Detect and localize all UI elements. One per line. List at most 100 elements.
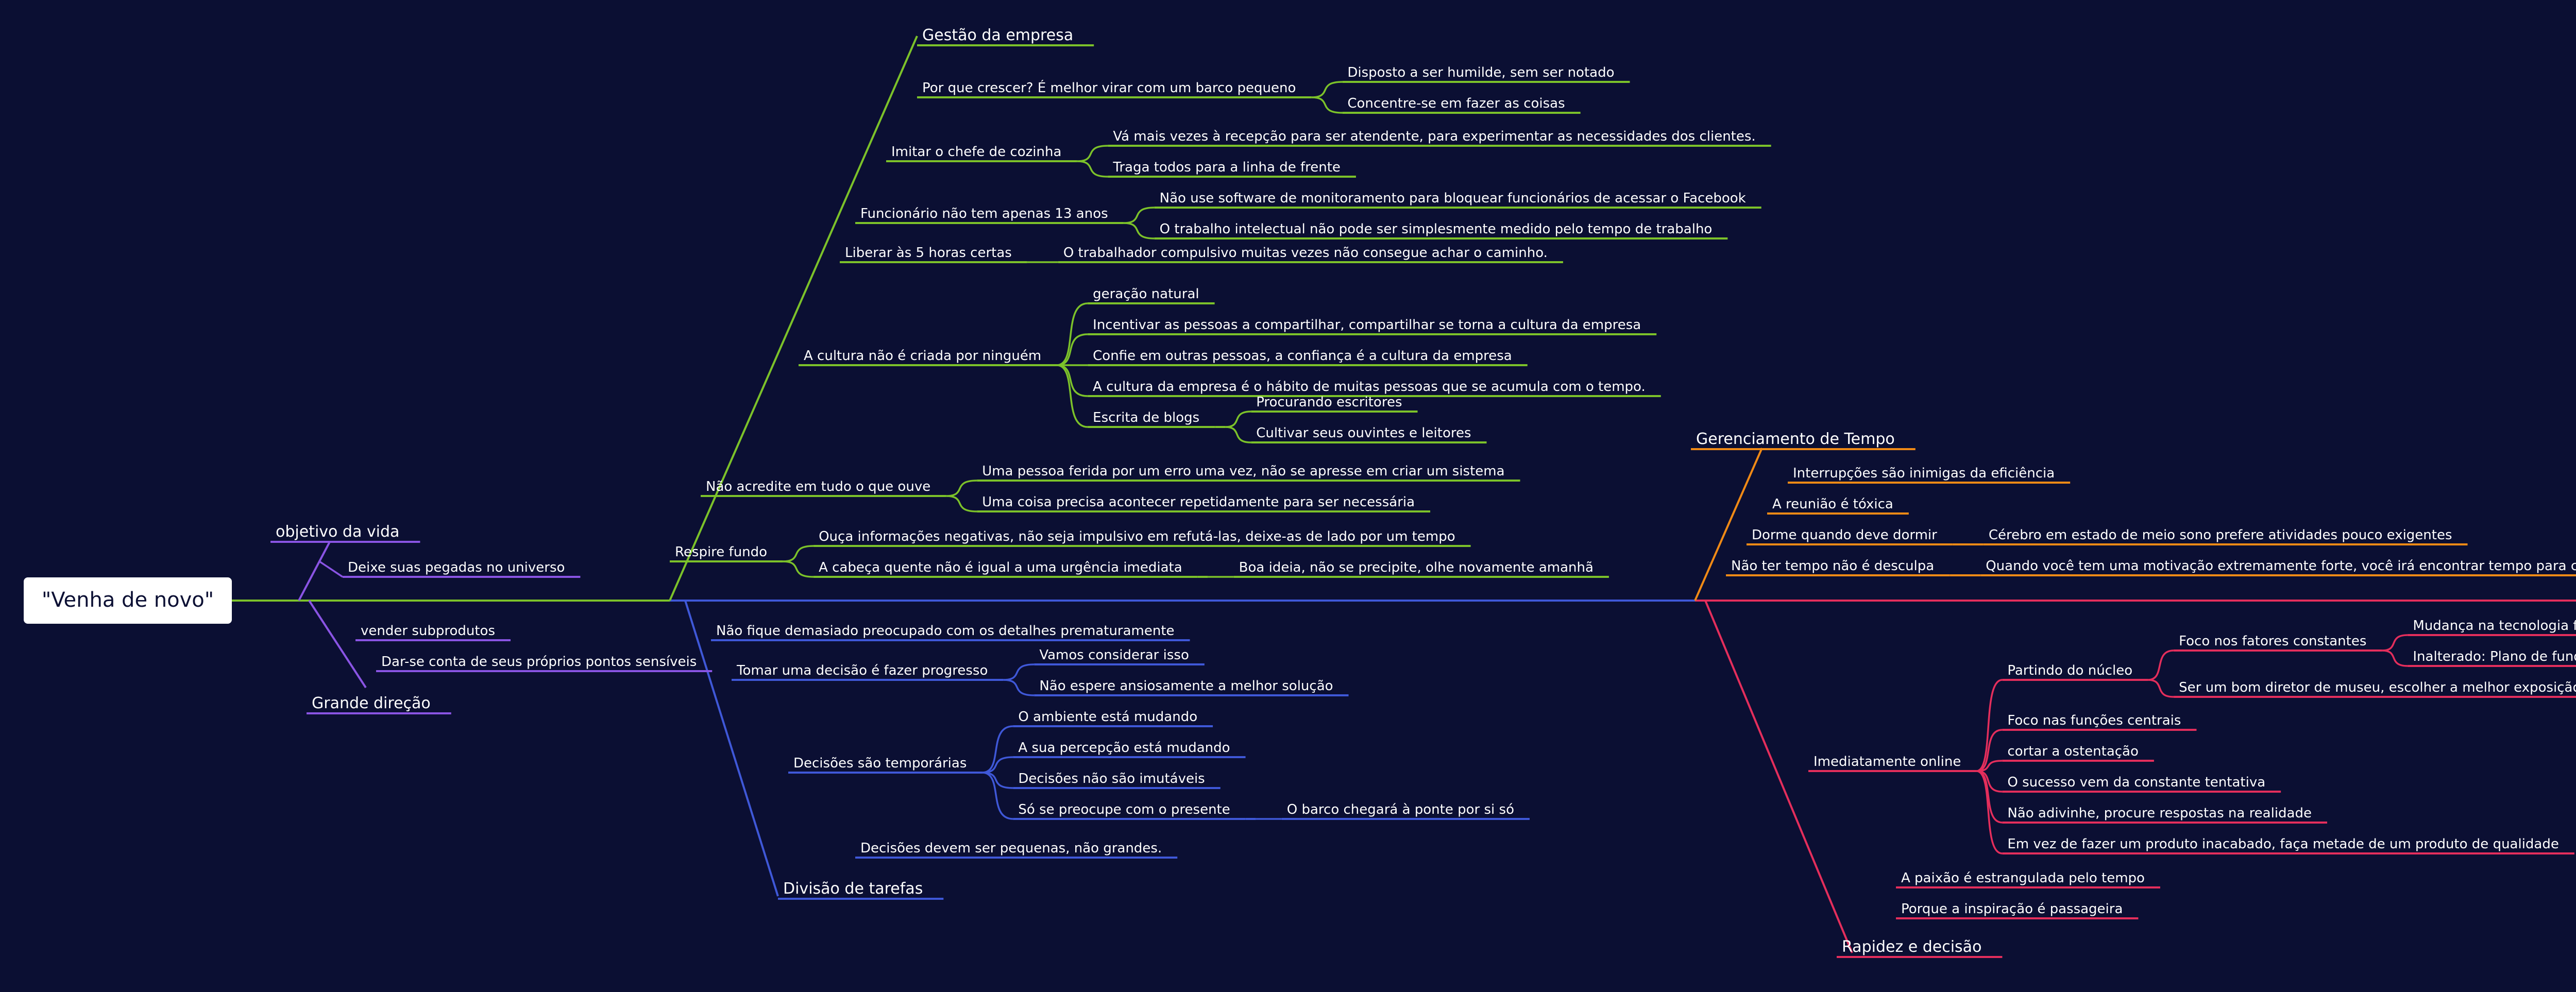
- branch-title-node[interactable]: objetivo da vida: [270, 523, 420, 543]
- topic-node[interactable]: Dorme quando deve dormir: [1747, 527, 1953, 545]
- topic-node[interactable]: Não use software de monitoramento para b…: [1154, 191, 1761, 209]
- topic-node[interactable]: Não fique demasiado preocupado com os de…: [711, 623, 1190, 641]
- branch-title: Divisão de tarefas: [783, 880, 923, 898]
- topic-node[interactable]: Não acredite em tudo o que ouve: [701, 479, 946, 497]
- branch-title-node[interactable]: Divisão de tarefas: [778, 880, 944, 900]
- topic-node[interactable]: Incentivar as pessoas a compartilhar, co…: [1088, 317, 1657, 335]
- topic-label: Foco nas funções centrais: [2007, 713, 2181, 728]
- topic-node[interactable]: Decisões são temporárias: [788, 756, 982, 774]
- topic-label: Funcionário não tem apenas 13 anos: [860, 206, 1108, 221]
- topic-node[interactable]: Não espere ansiosamente a melhor solução: [1034, 678, 1349, 696]
- topic-node[interactable]: Imitar o chefe de cozinha: [886, 144, 1077, 162]
- branch-title-node[interactable]: Gestão da empresa: [917, 26, 1094, 46]
- topic-node[interactable]: vender subprodutos: [355, 623, 511, 641]
- topic-node[interactable]: O trabalhador compulsivo muitas vezes nã…: [1058, 245, 1563, 263]
- topic-node[interactable]: Concentre-se em fazer as coisas: [1342, 96, 1581, 114]
- topic-node[interactable]: Traga todos para a linha de frente: [1108, 160, 1356, 178]
- topic-node[interactable]: Partindo do núcleo: [2002, 663, 2148, 681]
- topic-node[interactable]: O barco chegará à ponte por si só: [1281, 802, 1530, 820]
- topic-node[interactable]: Em vez de fazer um produto inacabado, fa…: [2002, 836, 2574, 854]
- connector: [1311, 96, 1343, 114]
- topic-node[interactable]: Só se preocupe com o presente: [1013, 802, 1246, 820]
- topic-node[interactable]: Decisões não são imutáveis: [1013, 771, 1221, 789]
- topic-node[interactable]: Decisões devem ser pequenas, não grandes…: [855, 841, 1178, 859]
- connector: [1976, 729, 2003, 772]
- branch-title-node[interactable]: Grande direção: [307, 694, 451, 714]
- topic-node[interactable]: Cultivar seus ouvintes e leitores: [1251, 425, 1487, 443]
- topic-node[interactable]: Vá mais vezes à recepção para ser atende…: [1108, 129, 1771, 147]
- topic-node[interactable]: A reunião é tóxica: [1767, 497, 1909, 515]
- topic-node[interactable]: Disposto a ser humilde, sem ser notado: [1342, 65, 1630, 83]
- topic-node[interactable]: O ambiente está mudando: [1013, 709, 1213, 727]
- topic-node[interactable]: A cultura da empresa é o hábito de muita…: [1088, 379, 1661, 397]
- topic-node[interactable]: Procurando escritores: [1251, 395, 1418, 413]
- topic-label: Não espere ansiosamente a melhor solução: [1039, 678, 1333, 694]
- branch-trunk: [298, 541, 331, 601]
- branch-trunk: [669, 36, 918, 601]
- topic-node[interactable]: Dar-se conta de seus próprios pontos sen…: [376, 654, 713, 672]
- topic-label: Uma pessoa ferida por um erro uma vez, n…: [982, 464, 1504, 479]
- topic-label: Traga todos para a linha de frente: [1112, 160, 1341, 175]
- topic-node[interactable]: Quando você tem uma motivação extremamen…: [1980, 558, 2576, 576]
- topic-node[interactable]: Respire fundo: [670, 544, 783, 562]
- connector: [2382, 649, 2408, 667]
- topic-node[interactable]: Uma coisa precisa acontecer repetidament…: [977, 494, 1431, 512]
- connector: [1225, 426, 1251, 443]
- topic-node[interactable]: cortar a ostentação: [2002, 744, 2154, 762]
- topic-node[interactable]: Não adivinhe, procure respostas na reali…: [2002, 806, 2327, 824]
- topic-node[interactable]: Vamos considerar isso: [1034, 647, 1205, 665]
- topic-node[interactable]: Deixe suas pegadas no universo: [343, 560, 581, 578]
- topic-label: O trabalho intelectual não pode ser simp…: [1160, 221, 1713, 237]
- topic-node[interactable]: Ser um bom diretor de museu, escolher a …: [2174, 680, 2576, 698]
- topic-node[interactable]: Inalterado: Plano de fundo do Unix: [2408, 649, 2576, 667]
- topic-node[interactable]: Ouça informações negativas, não seja imp…: [814, 529, 1471, 547]
- topic-label: Partindo do núcleo: [2007, 663, 2132, 678]
- topic-node[interactable]: Imediatamente online: [1808, 754, 1977, 772]
- root-box[interactable]: [24, 577, 232, 624]
- topic-node[interactable]: Liberar às 5 horas certas: [840, 245, 1027, 263]
- topic-node[interactable]: Foco nos fatores constantes: [2174, 634, 2382, 652]
- topic-node[interactable]: Escrita de blogs: [1088, 410, 1215, 428]
- topic-label: O barco chegará à ponte por si só: [1287, 802, 1514, 817]
- topic-node[interactable]: Funcionário não tem apenas 13 anos: [855, 206, 1124, 224]
- topic-node[interactable]: Foco nas funções centrais: [2002, 713, 2197, 731]
- connector: [2147, 649, 2174, 681]
- branch-title-node[interactable]: Gerenciamento de Tempo: [1691, 430, 1916, 450]
- root-node[interactable]: "Venha de novo": [24, 577, 232, 624]
- topic-label: Concentre-se em fazer as coisas: [1347, 96, 1565, 111]
- topic-node[interactable]: O trabalho intelectual não pode ser simp…: [1154, 221, 1728, 240]
- topic-node[interactable]: Confie em outras pessoas, a confiança é …: [1088, 348, 1528, 366]
- topic-node[interactable]: Uma pessoa ferida por um erro uma vez, n…: [977, 464, 1520, 482]
- connector: [946, 480, 977, 497]
- topic-node[interactable]: O sucesso vem da constante tentativa: [2002, 775, 2281, 793]
- topic-node[interactable]: A cultura não é criada por ninguém: [799, 348, 1057, 366]
- topic-label: Incentivar as pessoas a compartilhar, co…: [1093, 317, 1641, 333]
- topic-node[interactable]: geração natural: [1088, 286, 1215, 304]
- connector: [2382, 634, 2408, 652]
- topic-node[interactable]: A cabeça quente não é igual a uma urgênc…: [814, 560, 1198, 578]
- topic-node[interactable]: Tomar uma decisão é fazer progresso: [732, 663, 1004, 681]
- topic-node[interactable]: Cérebro em estado de meio sono prefere a…: [1983, 527, 2468, 545]
- topic-label: Escrita de blogs: [1093, 410, 1199, 425]
- connector: [1123, 222, 1155, 240]
- topic-label: A cabeça quente não é igual a uma urgênc…: [819, 560, 1182, 575]
- topic-label: Em vez de fazer um produto inacabado, fa…: [2007, 836, 2559, 852]
- topic-node[interactable]: Por que crescer? É melhor virar com um b…: [917, 79, 1312, 98]
- topic-node[interactable]: Interrupções são inimigas da eficiência: [1788, 466, 2071, 484]
- topic-node[interactable]: Porque a inspiração é passageira: [1896, 901, 2139, 919]
- branch-title: Gerenciamento de Tempo: [1696, 430, 1895, 448]
- topic-label: Tomar uma decisão é fazer progresso: [736, 663, 988, 678]
- topic-label: vender subprodutos: [361, 623, 495, 639]
- connector: [2148, 679, 2174, 698]
- topic-node[interactable]: Não ter tempo não é desculpa: [1726, 558, 1950, 576]
- branch-title-node[interactable]: Rapidez e decisão: [1837, 938, 2003, 958]
- connector: [982, 772, 1013, 820]
- topic-label: Mudança na tecnologia front-end: [2413, 618, 2576, 634]
- topic-label: Não use software de monitoramento para b…: [1160, 191, 1746, 206]
- topic-node[interactable]: A sua percepção está mudando: [1013, 740, 1246, 758]
- topic-node[interactable]: Boa ideia, não se precipite, olhe novame…: [1233, 560, 1609, 578]
- topic-node[interactable]: A paixão é estrangulada pelo tempo: [1896, 870, 2160, 888]
- topic-label: geração natural: [1093, 286, 1199, 302]
- topic-node[interactable]: Mudança na tecnologia front-end: [2408, 618, 2576, 636]
